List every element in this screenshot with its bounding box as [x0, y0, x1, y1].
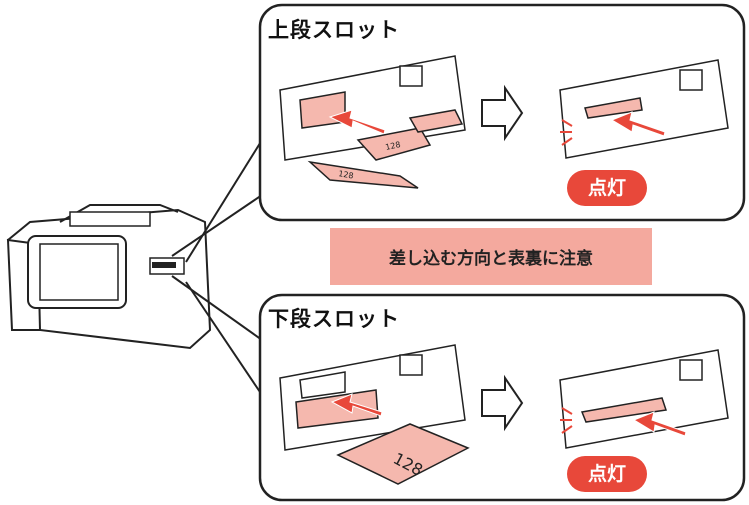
lower-panel-title: 下段スロット: [268, 307, 400, 331]
upper-panel-title: 上段スロット: [268, 18, 400, 42]
memory-stick: [307, 160, 419, 189]
next-step-arrow: [481, 84, 524, 142]
mini-card: [408, 109, 464, 133]
callout-line-lower-a: [171, 275, 263, 341]
lower-status-badge: 点灯: [567, 456, 647, 492]
callout-line-lower-b: [185, 281, 263, 396]
lower-slot-panel: [258, 293, 746, 502]
printer-illustration: [6, 204, 212, 350]
sd-card-label: 128: [385, 140, 402, 152]
insertion-note: 差し込む方向と表裏に注意: [330, 228, 652, 285]
callout-line-upper-b: [171, 194, 263, 257]
led-indicator-lower: [560, 407, 573, 434]
upper-status-badge: 点灯: [567, 170, 647, 206]
sd-card: [356, 127, 432, 161]
cf-card: [336, 423, 470, 485]
led-indicator-upper: [560, 119, 573, 146]
callout-line-upper-a: [185, 139, 263, 263]
ms-card-label: 128: [338, 169, 355, 181]
upper-slot-panel: [258, 3, 746, 222]
next-step-arrow-lower: [481, 374, 524, 432]
